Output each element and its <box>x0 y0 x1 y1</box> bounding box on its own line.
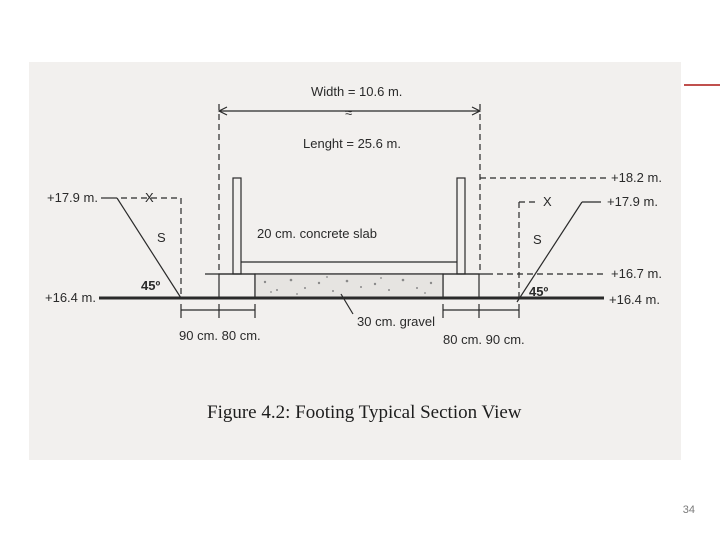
length-label: Lenght = 25.6 m. <box>303 136 401 151</box>
angle-left-label: 45º <box>141 278 160 293</box>
s-right-label: S <box>533 232 542 247</box>
page-number: 34 <box>682 504 695 516</box>
elev-right-top-2: +17.9 m. <box>607 194 658 209</box>
accent-line <box>684 84 720 86</box>
x-right-label: X <box>543 194 552 209</box>
scan-paper <box>29 62 681 460</box>
slab-label: 20 cm. concrete slab <box>257 226 377 241</box>
gravel-label: 30 cm. gravel <box>357 314 435 329</box>
figure-caption: Figure 4.2: Footing Typical Section View <box>207 402 522 423</box>
dims-right-label: 80 cm. 90 cm. <box>443 332 525 347</box>
s-left-label: S <box>157 230 166 245</box>
break-mark: ≈ <box>345 105 352 120</box>
column-left <box>232 177 242 275</box>
elev-left-bottom: +16.4 m. <box>45 290 96 305</box>
elev-right-bottom-2: +16.4 m. <box>609 292 660 307</box>
elev-right-bottom-1: +16.7 m. <box>611 266 662 281</box>
width-arrow-right <box>471 106 482 116</box>
width-label: Width = 10.6 m. <box>311 84 402 99</box>
footing-section-diagram: Width = 10.6 m. ≈ Lenght = 25.6 m. +17.9… <box>29 62 681 460</box>
slope-right <box>516 201 583 303</box>
elev-right-top-1: +18.2 m. <box>611 170 662 185</box>
x-left-label: X <box>145 190 154 205</box>
dims-left-label: 90 cm. 80 cm. <box>179 328 261 343</box>
elev-left-top: +17.9 m. <box>47 190 98 205</box>
gravel-texture <box>263 276 433 295</box>
slope-left <box>116 197 182 299</box>
column-right <box>456 177 466 275</box>
angle-right-label: 45º <box>529 284 548 299</box>
gravel-layer <box>254 273 444 299</box>
width-arrow-left <box>217 106 228 116</box>
